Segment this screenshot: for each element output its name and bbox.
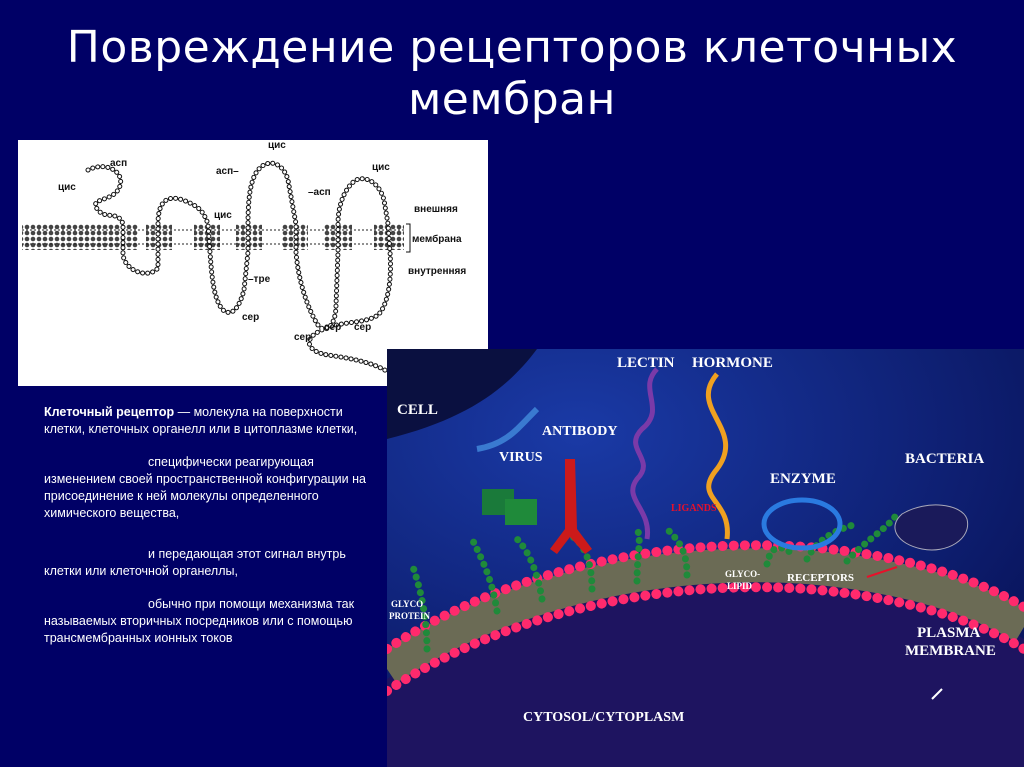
label-plasma: PLASMA [917, 625, 981, 641]
label-lectin: LECTIN [617, 355, 675, 371]
plasma-membrane-arrow [931, 688, 943, 700]
label-ser-4: сер [294, 332, 311, 343]
label-cis-top: цис [268, 140, 286, 151]
definition-term: Клеточный рецептор [44, 405, 175, 419]
label-ligands: LIGANDS [671, 503, 717, 514]
membrane-inner-beads [387, 582, 1024, 696]
lipid-bilayer [22, 224, 404, 250]
hormone-shape [705, 372, 730, 540]
definition-paragraph-4: обычно при помощи механизма так называем… [44, 597, 355, 645]
receptor-definition: Клеточный рецептор — молекула на поверхн… [44, 404, 374, 663]
membrane-illustration-svg: CELL LECTIN HORMONE ANTIBODY VIRUS ENZYM… [387, 349, 1024, 767]
label-ser-1: сер [242, 312, 259, 323]
label-glyco-lipid-2: LIPID [727, 581, 753, 591]
label-asp-3: –асп [308, 187, 331, 198]
label-membrane: MEMBRANE [905, 643, 996, 659]
label-glyco-protein-1: GLYCO [391, 599, 423, 609]
title-line-2: мембран [408, 74, 616, 125]
definition-paragraph-1: Клеточный рецептор — молекула на поверхн… [44, 404, 374, 438]
label-cis-3: цис [372, 162, 390, 173]
cytosol-region [387, 577, 1024, 767]
enzyme-shape [761, 497, 843, 551]
lectin-shape [630, 367, 659, 540]
label-cis-2: цис [214, 210, 232, 221]
cell-receptor-shape [476, 406, 540, 452]
antibody-shape [550, 459, 592, 554]
label-ser-3: сер [354, 322, 371, 333]
membrane-bracket [406, 223, 411, 253]
definition-p1-rest: — молекула на поверхности клетки, клеточ… [44, 405, 358, 436]
label-bacteria: BACTERIA [905, 451, 984, 467]
label-outer: внешняя [414, 204, 458, 215]
label-antibody: ANTIBODY [542, 424, 617, 439]
label-virus: VIRUS [499, 450, 543, 465]
cell-region [387, 349, 537, 439]
definition-paragraph-2: специфически реагирующая изменением свое… [44, 455, 366, 520]
slide-title: Повреждение рецепторов клеточных мембран [0, 22, 1024, 126]
label-membrane: мембрана [412, 233, 462, 245]
receptors-arrow [866, 566, 898, 578]
bacteria-shape [894, 504, 969, 551]
label-cell: CELL [397, 402, 438, 418]
label-cis-1: цис [58, 182, 76, 193]
label-enzyme: ENZYME [770, 471, 836, 487]
label-inner: внутренняя [408, 266, 466, 277]
label-glyco-protein-2: PROTEIN [389, 611, 431, 621]
label-hormone: HORMONE [692, 355, 773, 371]
label-asp-2: асп– [216, 166, 239, 177]
membrane-receptors-illustration: CELL LECTIN HORMONE ANTIBODY VIRUS ENZYM… [387, 349, 1024, 767]
receptor-structure-svg: асп цис асп– цис –асп цис цис –тре сер с… [22, 140, 466, 375]
title-line-1: Повреждение рецепторов клеточных [66, 22, 958, 73]
label-ser-2: сер [324, 322, 341, 333]
label-receptors: RECEPTORS [787, 572, 854, 584]
receptor-structure-diagram: асп цис асп– цис –асп цис цис –тре сер с… [18, 140, 488, 386]
label-cytosol: CYTOSOL/CYTOPLASM [523, 710, 684, 725]
label-tre: –тре [248, 274, 271, 285]
definition-paragraph-3: и передающая этот сигнал внутрь клетки и… [44, 547, 346, 578]
label-glyco-lipid-1: GLYCO- [725, 569, 760, 579]
label-asp-1: асп [110, 158, 127, 169]
